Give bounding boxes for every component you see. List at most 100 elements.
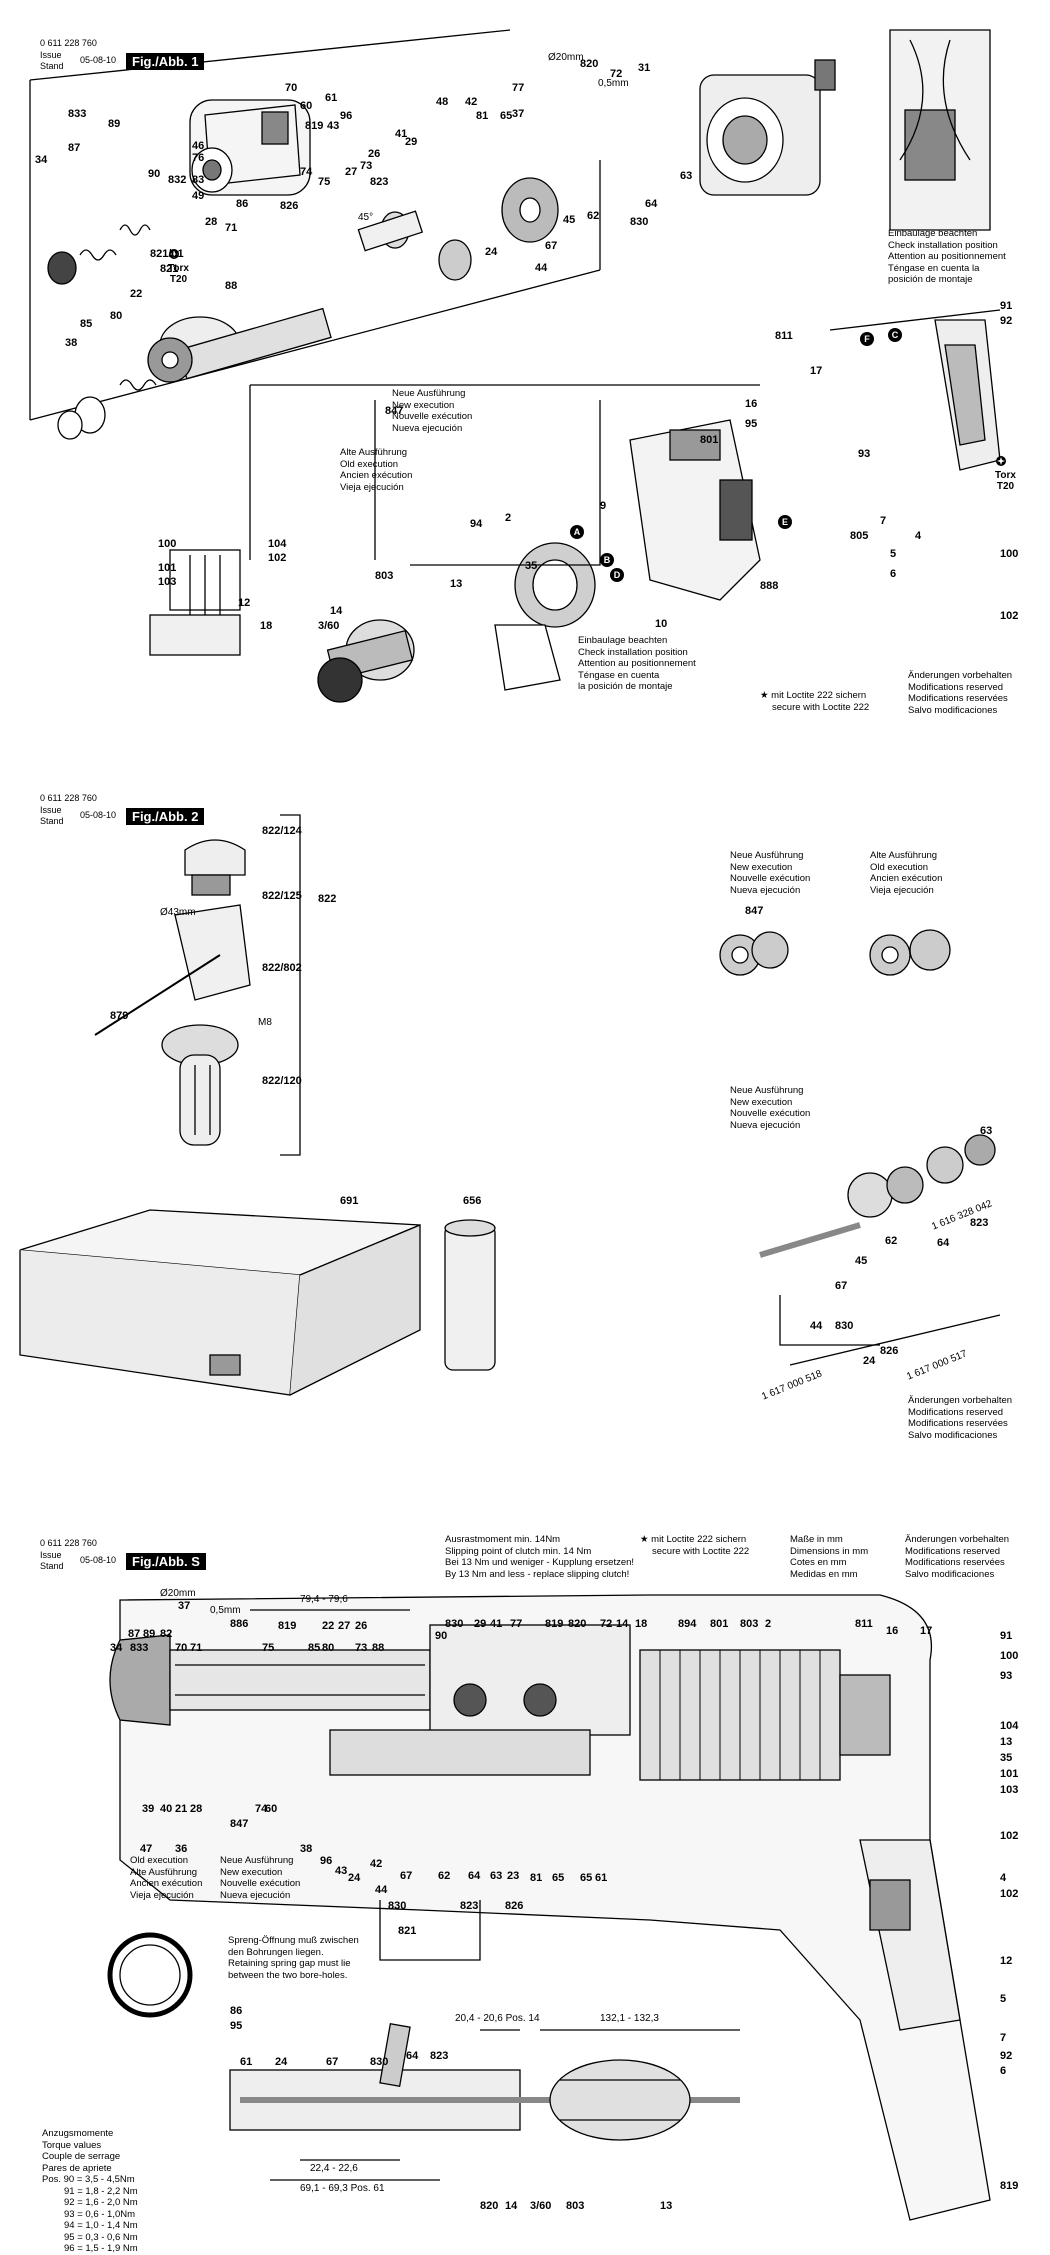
part-callout: 41 xyxy=(395,128,408,140)
part-callout: 819 xyxy=(278,1620,297,1632)
torx-star-icon xyxy=(169,248,184,260)
torx-star-icon xyxy=(996,455,1011,467)
part-callout: 62 xyxy=(587,210,600,222)
part-callout: 820 xyxy=(568,1618,587,1630)
part-callout: 74 xyxy=(255,1803,268,1815)
part-callout: 103 xyxy=(1000,1784,1019,1796)
part-callout: 71 xyxy=(190,1642,203,1654)
part-callout: 77 xyxy=(512,82,525,94)
part-callout: 826 xyxy=(880,1345,899,1357)
part-callout: 22 xyxy=(130,288,143,300)
sheet-fig-s: 0 611 228 760 Issue Stand 05-08-10 Fig./… xyxy=(0,1500,1050,2254)
part-callout: 89 xyxy=(143,1628,156,1640)
issue-date: 05-08-10 xyxy=(80,810,117,820)
part-callout: 64 xyxy=(406,2050,419,2062)
part-callout: 22 xyxy=(322,1620,335,1632)
part-callout: 3/60 xyxy=(318,620,340,632)
part-callout: 100 xyxy=(1000,548,1019,560)
part-callout: 38 xyxy=(300,1843,313,1855)
doc-number: 0 611 228 760 xyxy=(40,793,97,803)
part-callout: 10 xyxy=(655,618,668,630)
note-dims: Maße in mm Dimensions in mm Cotes en mm … xyxy=(790,1534,869,1580)
figure-tag: Fig./Abb. 1 xyxy=(126,53,205,70)
part-callout: 832 xyxy=(168,174,187,186)
part-callout: 656 xyxy=(463,1195,482,1207)
angle-label: 45° xyxy=(358,212,374,223)
torx-marker-right: Torx T20 xyxy=(995,455,1016,492)
part-callout: 811 xyxy=(775,330,793,342)
part-callout: 4 xyxy=(915,530,922,542)
part-callout: 819 xyxy=(305,120,324,132)
part-callout: 23 xyxy=(507,1870,520,1882)
part-callout: 18 xyxy=(635,1618,648,1630)
part-callout: 803 xyxy=(566,2200,585,2212)
doc-number: 0 611 228 760 xyxy=(40,38,97,48)
part-callout: 104 xyxy=(1000,1720,1019,1732)
part-callout: 27 xyxy=(345,166,358,178)
part-callout: 26 xyxy=(355,1620,368,1632)
part-callout: 67 xyxy=(545,240,558,252)
part-callout: 86 xyxy=(230,2005,243,2017)
part-callout: 5 xyxy=(890,548,897,560)
part-callout: 63 xyxy=(980,1125,993,1137)
part-callout: 49 xyxy=(192,190,205,202)
part-callout: 44 xyxy=(810,1320,823,1332)
part-callout: 90 xyxy=(435,1630,448,1642)
marker-c: C xyxy=(888,328,902,342)
part-callout: 95 xyxy=(745,418,758,430)
issue-date: 05-08-10 xyxy=(80,1555,117,1565)
part-callout: 822/124 xyxy=(262,825,302,837)
part-callout: 2 xyxy=(505,512,512,524)
dim-diameter: Ø43mm xyxy=(160,907,196,918)
part-callout: 6 xyxy=(890,568,897,580)
part-callout: 65 xyxy=(552,1872,565,1884)
part-callout: 65 xyxy=(500,110,513,122)
part-callout: 847 xyxy=(230,1818,249,1830)
part-callout: 13 xyxy=(450,578,463,590)
part-callout: 94 xyxy=(470,518,483,530)
part-callout: 13 xyxy=(660,2200,673,2212)
stand-label: Stand xyxy=(40,1561,64,1571)
part-callout: 40 xyxy=(160,1803,173,1815)
part-callout: 93 xyxy=(858,448,871,460)
part-callout: 16 xyxy=(745,398,758,410)
sheet-fig-2: 0 611 228 760 Issue Stand 05-08-10 Fig./… xyxy=(0,755,1050,1455)
part-callout: 830 xyxy=(835,1320,854,1332)
part-callout: 3/60 xyxy=(530,2200,552,2212)
part-callout: 70 xyxy=(285,82,298,94)
part-callout: 80 xyxy=(110,310,123,322)
part-callout: 102 xyxy=(1000,1888,1019,1900)
part-callout: 7 xyxy=(880,515,887,527)
part-callout: 823 xyxy=(370,176,389,188)
dim-bot2: 69,1 - 69,3 Pos. 61 xyxy=(300,2183,385,2194)
part-callout: 803 xyxy=(375,570,394,582)
part-callout: 80 xyxy=(322,1642,335,1654)
figure-tag: Fig./Abb. 2 xyxy=(126,808,205,825)
marker-f: F xyxy=(860,332,874,346)
part-callout: 5 xyxy=(1000,1993,1007,2005)
part-callout: 805 xyxy=(850,530,869,542)
part-callout: 96 xyxy=(320,1855,333,1867)
part-callout: 100 xyxy=(1000,1650,1019,1662)
part-callout: 67 xyxy=(326,2056,339,2068)
part-callout: 92 xyxy=(1000,2050,1013,2062)
part-callout: 16 xyxy=(886,1625,899,1637)
part-callout: 71 xyxy=(225,222,238,234)
part-callout: 70 xyxy=(175,1642,188,1654)
part-callout: 14 xyxy=(505,2200,518,2212)
part-callout: 77 xyxy=(510,1618,523,1630)
part-callout: 87 xyxy=(68,142,81,154)
part-callout: 847 xyxy=(745,905,764,917)
part-callout: 75 xyxy=(318,176,331,188)
part-callout: 65 xyxy=(580,1872,593,1884)
fig2-drawing xyxy=(19,814,1001,1396)
part-callout: 100 xyxy=(158,538,177,550)
part-callout: 44 xyxy=(375,1884,388,1896)
note-old-exec-top: Alte Ausführung Old execution Ancien exé… xyxy=(870,850,943,896)
part-callout: 830 xyxy=(370,2056,389,2068)
part-callout: 2 xyxy=(765,1618,772,1630)
part-callout: 833 xyxy=(68,108,87,120)
part-callout: 73 xyxy=(355,1642,368,1654)
part-callout: 43 xyxy=(335,1865,348,1877)
part-callout: 21 xyxy=(175,1803,188,1815)
